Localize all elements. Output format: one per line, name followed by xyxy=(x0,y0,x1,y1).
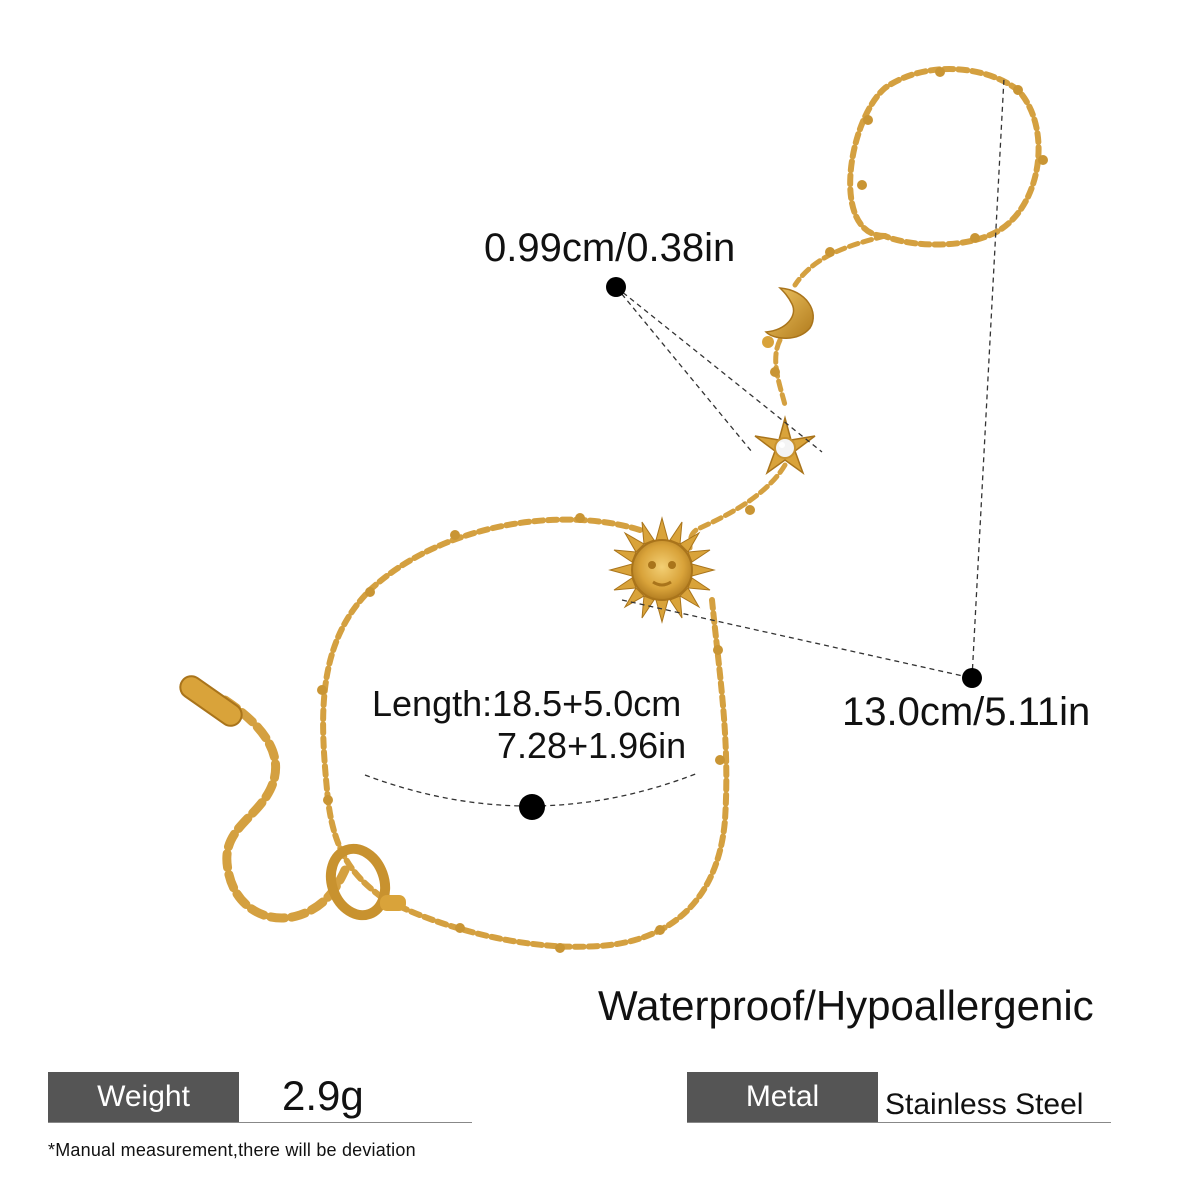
dimension-guides xyxy=(364,77,1005,807)
metal-divider xyxy=(687,1122,1111,1123)
lobster-clasp-icon xyxy=(325,843,406,921)
weight-value: 2.9g xyxy=(282,1072,364,1119)
chain-beads xyxy=(317,67,1048,953)
star-charm-icon xyxy=(754,415,816,476)
weight-label: Weight xyxy=(97,1080,190,1113)
total-length-label: 13.0cm/5.11in xyxy=(842,690,1091,734)
tag-tab-icon xyxy=(179,675,243,727)
moon-charm-icon xyxy=(762,287,814,348)
metal-label: Metal xyxy=(745,1080,820,1113)
feature-text: Waterproof/Hypoallergenic xyxy=(598,982,1094,1029)
weight-label-box: Weight xyxy=(48,1072,239,1122)
dimension-dots xyxy=(519,277,982,820)
measurement-note: *Manual measurement,there will be deviat… xyxy=(48,1140,416,1160)
weight-divider xyxy=(48,1122,472,1123)
sun-charm-icon xyxy=(608,516,716,624)
bracelet-length-cm-label: Length:18.5+5.0cm xyxy=(372,683,682,724)
bracelet-length-in-label: 7.28+1.96in xyxy=(497,725,687,766)
metal-label-box: Metal xyxy=(687,1072,878,1122)
pendant-size-label: 0.99cm/0.38in xyxy=(484,226,736,270)
chain xyxy=(220,66,1042,950)
metal-value: Stainless Steel xyxy=(885,1088,1084,1121)
